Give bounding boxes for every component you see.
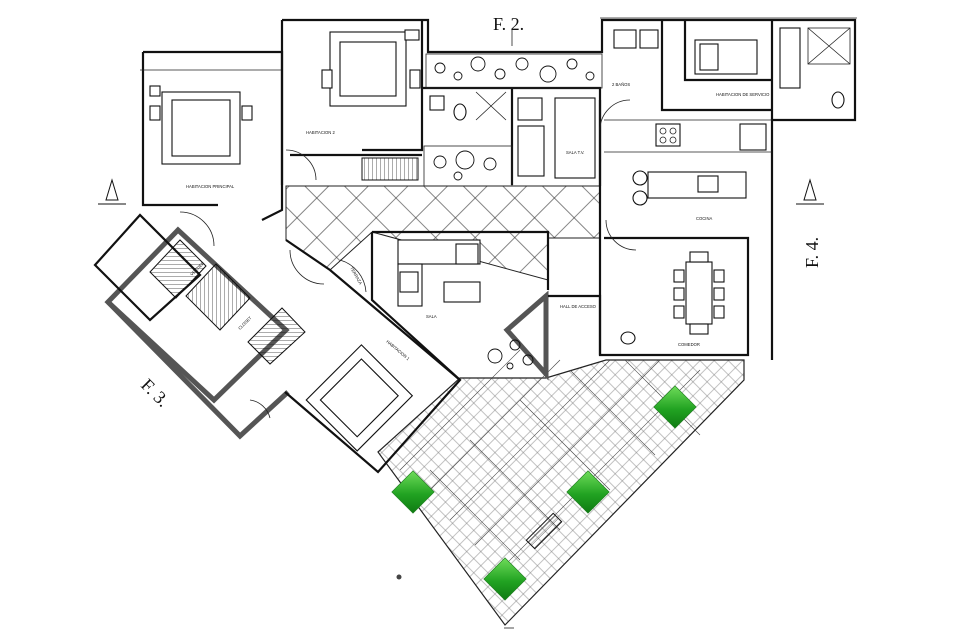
north-arrow-right (796, 178, 824, 205)
bed-habitacion-2 (321, 29, 421, 107)
room-label-habitacion-principal: HABITACION PRINCIPAL (186, 184, 235, 189)
sala-furniture (397, 239, 481, 307)
garden-bed-center (423, 145, 513, 187)
bathroom-fixtures (429, 27, 851, 345)
wall-left-bath (106, 300, 290, 440)
room-label-sala-tv: SALA T.V. (566, 150, 584, 155)
garden-bed-triangle (487, 339, 534, 370)
wall-balcony (93, 213, 202, 322)
door-swings (179, 99, 637, 419)
wall-sala-triangle (503, 290, 549, 381)
room-label-habitacion-2: HABITACION 2 (306, 130, 335, 135)
terrace-tile-floor (377, 359, 745, 626)
north-arrow-left (98, 178, 126, 205)
planter-green (391, 385, 697, 601)
facade-label-left: F. 3. (137, 375, 173, 411)
facade-label-right: F. 4. (802, 237, 822, 268)
wall-habitacion-1 (284, 239, 462, 474)
vestier-closets (149, 239, 306, 365)
room-label-cocina: COCINA (696, 216, 712, 221)
wall-vestier (104, 226, 290, 404)
survey-point (396, 574, 402, 580)
room-label-banos: 2 BAÑOS (612, 82, 630, 87)
wall-sala (370, 230, 550, 381)
terrace-grill (525, 512, 563, 550)
room-label-comedor: COMEDOR (678, 342, 700, 347)
garden-bed-top (425, 53, 603, 89)
room-label-hall-acceso: HALL DE ACCESO (560, 304, 597, 309)
terrace-grid-lines (399, 349, 701, 571)
wall-service-partitions (660, 20, 774, 120)
sala-tv-furniture (517, 97, 596, 179)
wall-habitacion-2 (280, 18, 857, 360)
bed-habitacion-1 (305, 344, 414, 452)
dining-table (673, 251, 725, 335)
facade-label-top: F. 2. (493, 14, 524, 34)
room-label-habitacion-1: HABITACION 1 (385, 339, 411, 362)
room-label-habitacion-servicio: HABITACION DE SERVICIO (716, 92, 770, 97)
wall-kitchen-dining (598, 100, 750, 357)
room-label-closet: CLOSET (237, 315, 253, 331)
room-label-sala: SALA (426, 314, 437, 319)
kitchen-fixtures (632, 123, 767, 206)
counter-habitacion-2 (361, 157, 419, 181)
bed-principal (149, 85, 253, 165)
bed-servicio (694, 39, 758, 75)
wall-hall-acceso (548, 294, 602, 355)
